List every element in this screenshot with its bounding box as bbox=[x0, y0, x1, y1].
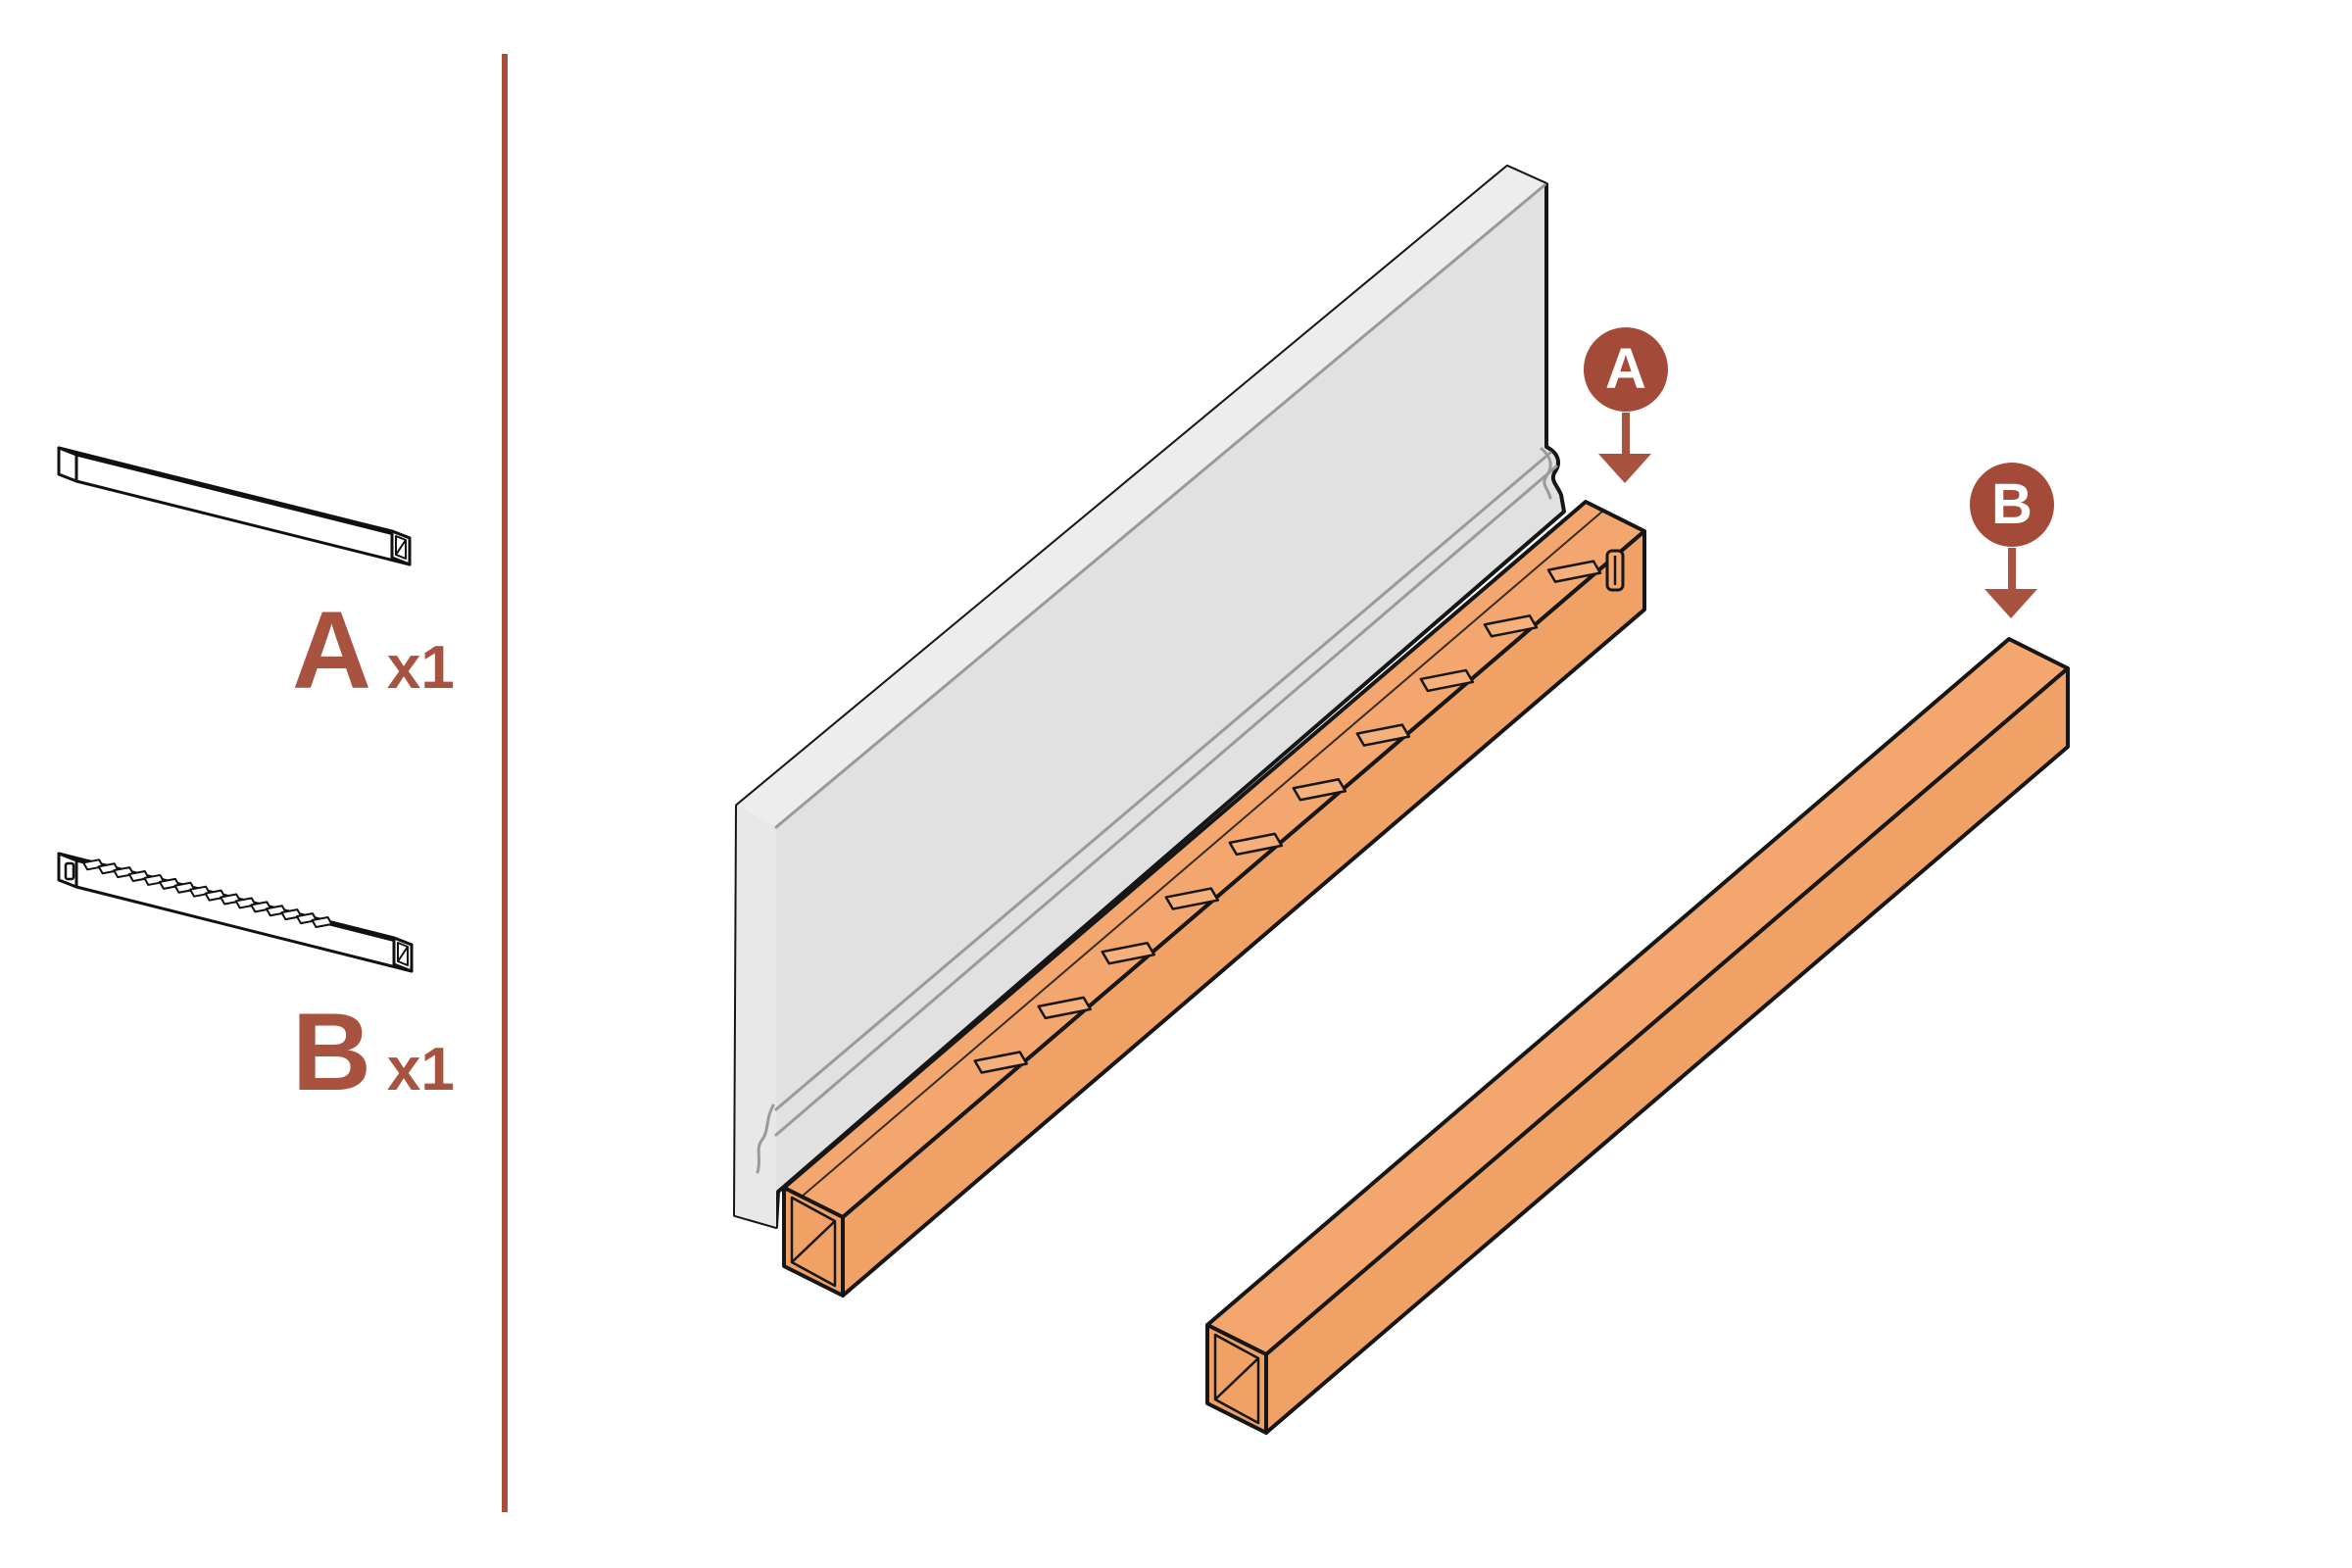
part-b-front-face bbox=[74, 858, 414, 973]
rail-a-notch bbox=[1355, 723, 1411, 747]
callout-badge-b: B bbox=[1970, 463, 2054, 547]
panel-front-face bbox=[733, 165, 1566, 1229]
rail-a-notch bbox=[1037, 996, 1092, 1020]
divider-line bbox=[502, 54, 508, 1512]
part-a-letter: A bbox=[292, 589, 371, 711]
rail-a-groove-line bbox=[801, 510, 1604, 1198]
panel-molding-line-1 bbox=[774, 465, 1558, 1137]
part-b-hatch-marks bbox=[82, 858, 333, 928]
rail-a-notch bbox=[1546, 560, 1602, 583]
part-b-quantity: x1 bbox=[386, 1036, 455, 1103]
rail-a-end-inner-edge bbox=[790, 1196, 837, 1288]
part-b-hatch-mark bbox=[311, 915, 333, 928]
part-a-label: A x1 bbox=[292, 596, 455, 706]
part-a-front-face bbox=[74, 453, 412, 566]
rail-a-notches bbox=[973, 560, 1602, 1074]
callout-a-letter: A bbox=[1605, 337, 1646, 401]
rail-b-drawing bbox=[1205, 637, 2070, 1435]
panel-left-molding-profile bbox=[756, 1103, 775, 1174]
rail-a-notch bbox=[1228, 832, 1284, 857]
rail-a-notch bbox=[1292, 778, 1348, 802]
rail-b-end-inner-edge bbox=[1213, 1333, 1260, 1425]
rail-a-drawing bbox=[782, 500, 1646, 1298]
part-b-end-inner-edge bbox=[397, 942, 409, 966]
part-b-letter: B bbox=[292, 991, 371, 1113]
wall-panel-drawing bbox=[733, 165, 1566, 1229]
panel-left-edge-face bbox=[735, 806, 776, 1227]
part-b-slot bbox=[64, 861, 75, 881]
rail-b-end-diagonal bbox=[1214, 1357, 1259, 1400]
arrow-down-icon bbox=[1598, 454, 1651, 483]
arrow-down-b-stem bbox=[2008, 548, 2016, 591]
part-b-label: B x1 bbox=[292, 998, 455, 1107]
part-a-end-inner-edge bbox=[395, 535, 407, 560]
rail-a-notch bbox=[1483, 614, 1539, 638]
rail-a-notch bbox=[973, 1051, 1028, 1074]
arrow-down-a-stem bbox=[1622, 413, 1630, 456]
part-a-left-end-face bbox=[57, 446, 78, 483]
part-a-end-diagonal bbox=[395, 539, 407, 556]
callout-b-letter: B bbox=[1991, 472, 2033, 536]
part-a-quantity: x1 bbox=[386, 634, 455, 702]
panel-molding-line-2 bbox=[774, 451, 1552, 1111]
arrow-down-icon bbox=[1984, 589, 2037, 618]
panel-right-molding-profile bbox=[1540, 447, 1552, 500]
rail-a-notch bbox=[1419, 668, 1475, 693]
part-a-thumbnail bbox=[57, 446, 412, 566]
callout-badge-a: A bbox=[1584, 327, 1668, 412]
part-b-end-diagonal bbox=[397, 946, 409, 962]
rail-a-notch bbox=[1101, 941, 1156, 965]
panel-top-edge-line bbox=[774, 183, 1546, 829]
rail-a-notch bbox=[1164, 887, 1220, 910]
panel-top-edge-face bbox=[737, 167, 1546, 827]
rail-a-end-diagonal bbox=[791, 1220, 836, 1263]
part-b-thumbnail bbox=[57, 852, 414, 973]
